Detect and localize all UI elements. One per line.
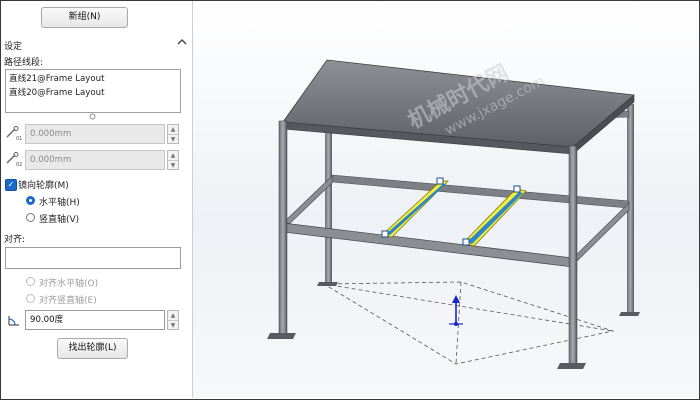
back-rail-lower: [331, 174, 630, 209]
horizontal-axis-radio[interactable]: [26, 196, 35, 205]
rotation-angle-icon: [8, 316, 19, 326]
align-label: 对齐:: [4, 235, 26, 245]
align-vertical-label: 对齐竖直轴(E): [39, 296, 97, 306]
frame-model[interactable]: 机械时代网 www.jxage.com: [193, 1, 699, 398]
front-right-leg: [568, 145, 578, 365]
list-item[interactable]: 直线20@Frame Layout: [9, 88, 105, 98]
align-horizontal-radio[interactable]: [26, 277, 35, 286]
svg-text:01: 01: [16, 136, 22, 141]
right-side-rail-lower: [572, 202, 630, 266]
panel-divider[interactable]: [192, 1, 193, 398]
path-segments-label: 路径线段:: [4, 58, 44, 68]
origin-triad-icon: [449, 295, 463, 326]
vertical-axis-label: 竖直轴(V): [39, 215, 80, 225]
angle-stepper[interactable]: ▲▼: [167, 310, 179, 330]
left-side-rail-lower: [282, 175, 333, 231]
collapse-chevron-icon[interactable]: [177, 38, 187, 46]
graphics-viewport[interactable]: 机械时代网 www.jxage.com: [193, 1, 699, 398]
mirror-profile-checkbox[interactable]: ✓: [5, 179, 17, 191]
svg-text:02: 02: [16, 162, 22, 167]
offset1-field[interactable]: 0.000mm: [25, 124, 165, 144]
foot-plate: [619, 312, 640, 316]
settings-header: 设定: [4, 42, 23, 52]
foot-plate: [557, 363, 586, 369]
new-group-button[interactable]: 新组(N): [41, 7, 128, 28]
angle-field[interactable]: 90.00度: [25, 310, 165, 330]
floor-sketch: [322, 281, 615, 365]
offset2-stepper[interactable]: ▲▼: [167, 150, 179, 170]
property-manager-panel: 新组(N) 设定 路径线段: 直线21@Frame Layout 直线20@Fr…: [1, 1, 192, 398]
align-horizontal-label: 对齐水平轴(O): [39, 279, 99, 289]
foot-plate: [267, 333, 296, 339]
front-left-leg: [278, 120, 288, 335]
resize-handle-icon[interactable]: [89, 113, 96, 120]
selected-beam-1[interactable]: [381, 177, 449, 238]
horizontal-axis-label: 水平轴(H): [39, 198, 80, 208]
offset2-field[interactable]: 0.000mm: [25, 150, 165, 170]
back-left-leg: [325, 104, 332, 284]
path-segments-list[interactable]: 直线21@Frame Layout 直线20@Frame Layout: [5, 69, 181, 113]
align-vertical-radio[interactable]: [26, 294, 35, 303]
vertical-axis-radio[interactable]: [26, 213, 35, 222]
mirror-profile-label: 镜向轮廓(M): [18, 181, 69, 191]
offset-y-icon: 02: [6, 152, 22, 167]
offset-x-icon: 01: [6, 126, 22, 141]
list-item[interactable]: 直线21@Frame Layout: [9, 74, 105, 84]
foot-plate: [317, 282, 338, 286]
selected-beam-2[interactable]: [462, 185, 527, 247]
offset1-stepper[interactable]: ▲▼: [167, 124, 179, 144]
align-field[interactable]: [5, 247, 181, 269]
locate-profile-button[interactable]: 找出轮廓(L): [57, 338, 128, 359]
back-right-leg: [627, 104, 634, 313]
